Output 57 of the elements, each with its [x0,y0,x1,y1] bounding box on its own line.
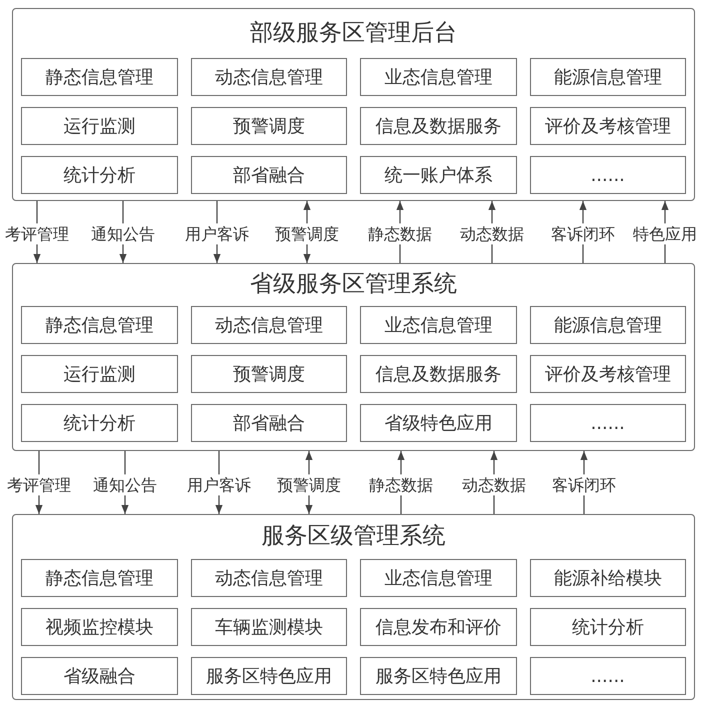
module-box: 评价及考核管理 [530,355,686,393]
module-box: ...... [530,657,686,695]
module-box: 预警调度 [190,355,347,393]
module-box: 预警调度 [190,107,347,145]
module-box: 统计分析 [21,156,178,194]
module-box: 能源信息管理 [530,58,686,96]
edge-label: 静态数据 [368,474,434,496]
edge-label: 客诉闭环 [550,223,616,245]
module-box: 统一账户体系 [360,156,516,194]
module-box: 信息发布和评价 [360,608,516,646]
system-panel [12,8,695,201]
edge-label: 通知公告 [92,474,158,496]
edge-label: 考评管理 [6,474,72,496]
module-box: 业态信息管理 [360,306,516,344]
edge-label: 动态数据 [461,474,527,496]
edge-label: 动态数据 [459,223,525,245]
module-box: 服务区特色应用 [360,657,516,695]
edge-label: 考评管理 [4,223,70,245]
edge-label: 用户客诉 [186,474,252,496]
module-box: 静态信息管理 [21,58,178,96]
module-box: 评价及考核管理 [530,107,686,145]
module-box: 信息及数据服务 [360,355,516,393]
system-panel [12,263,695,451]
module-box: 运行监测 [21,107,178,145]
edge-label: 预警调度 [276,474,342,496]
module-box: 动态信息管理 [190,306,347,344]
module-box: 静态信息管理 [21,306,178,344]
system-panel [12,514,695,700]
module-box: ...... [530,404,686,442]
module-box: 业态信息管理 [360,58,516,96]
panel-title: 服务区级管理系统 [262,523,446,551]
module-box: 统计分析 [21,404,178,442]
module-box: ...... [530,156,686,194]
module-box: 动态信息管理 [190,58,347,96]
module-box: 统计分析 [530,608,686,646]
module-box: 车辆监测模块 [190,608,347,646]
module-box: 省级特色应用 [360,404,516,442]
edge-label: 用户客诉 [184,223,250,245]
edge-label: 预警调度 [274,223,340,245]
panel-title: 部级服务区管理后台 [250,20,457,48]
module-box: 信息及数据服务 [360,107,516,145]
module-box: 视频监控模块 [21,608,178,646]
module-box: 动态信息管理 [190,559,347,597]
edge-label: 通知公告 [90,223,156,245]
edge-label: 客诉闭环 [551,474,617,496]
module-box: 服务区特色应用 [190,657,347,695]
edge-label: 静态数据 [367,223,433,245]
module-box: 能源信息管理 [530,306,686,344]
module-box: 部省融合 [190,156,347,194]
edge-label: 特色应用 [632,223,698,245]
module-box: 能源补给模块 [530,559,686,597]
module-box: 静态信息管理 [21,559,178,597]
module-box: 运行监测 [21,355,178,393]
panel-title: 省级服务区管理系统 [250,271,457,299]
module-box: 省级融合 [21,657,178,695]
module-box: 部省融合 [190,404,347,442]
module-box: 业态信息管理 [360,559,516,597]
